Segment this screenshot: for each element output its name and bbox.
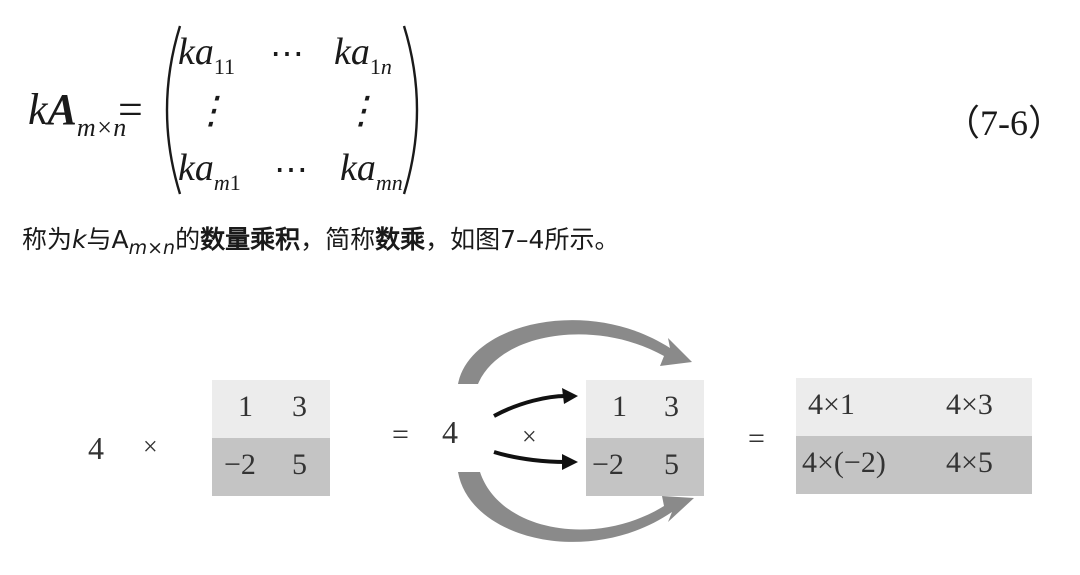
entry-subscript: mn — [375, 170, 403, 195]
scalar-k: k — [28, 85, 48, 134]
matrix-b: 1 3 −2 5 — [586, 380, 704, 496]
arrow-head-bottom-icon — [562, 454, 578, 470]
entry-subscript-letter: m — [213, 170, 230, 195]
scalar-4: 4 — [88, 430, 104, 466]
entry-base: ka — [178, 31, 214, 73]
matrix-dimension-subscript: m×n — [76, 113, 127, 142]
caption-part: ，简称 — [300, 225, 376, 254]
horizontal-dots: ⋯ — [270, 36, 304, 73]
matrix-c-cell: 4×1 — [808, 388, 855, 421]
matrix-c-cell: 4×5 — [946, 446, 993, 479]
matrix-entry-kam1: kam1 — [178, 146, 241, 195]
matrix-b-row-1: 1 3 — [586, 380, 704, 438]
matrix-a: 1 3 −2 5 — [212, 380, 330, 496]
arrow-to-bottom-row-icon — [493, 450, 567, 464]
matrix-c-row-2: 4×(−2) 4×5 — [796, 436, 1032, 494]
caption-subscript: m×n — [128, 237, 176, 259]
equals-sign-2: = — [748, 422, 765, 455]
matrix-b-cell: −2 — [592, 448, 624, 481]
matrix-b-cell: 3 — [664, 390, 679, 423]
left-parenthesis — [165, 25, 182, 195]
matrix-b-cell: 5 — [664, 448, 679, 481]
entry-subscript: 11 — [213, 54, 236, 79]
vertical-dots-left: ⋮ — [192, 90, 230, 132]
caption-part: 与A — [86, 225, 129, 254]
matrix-b-cell: 1 — [612, 390, 627, 423]
arrow-head-top-icon — [562, 388, 578, 404]
matrix-a-cell: 3 — [292, 390, 307, 423]
matrix-entry-kamn: kamn — [340, 146, 403, 195]
matrix-b-row-2: −2 5 — [586, 438, 704, 496]
matrix-entry-ka1n: ka1n — [334, 30, 392, 79]
right-parenthesis — [402, 25, 419, 195]
caption-part: 的 — [175, 225, 201, 254]
equation-lhs: kAm×n — [28, 84, 126, 142]
figure-7-4: 4 × 1 3 −2 5 = 4 × 1 3 −2 5 = 4×1 4×3 4× — [0, 300, 1080, 575]
horizontal-dots: ⋯ — [274, 152, 308, 189]
times-sign: × — [143, 432, 158, 461]
bottom-curved-arrow-icon — [458, 472, 694, 542]
equals-sign: = — [118, 85, 143, 134]
caption-term-scalar-product: 数量乘积 — [200, 225, 301, 254]
caption-term-scalar-mult: 数乘 — [375, 225, 426, 254]
equation-number: （7-6） — [944, 103, 1064, 143]
vertical-dots-right: ⋮ — [342, 90, 380, 132]
top-curved-arrow-icon — [458, 320, 692, 384]
entry-base: ka — [334, 31, 370, 73]
matrix-a-row-1: 1 3 — [212, 380, 330, 438]
caption-text: 称为k与Am×n的数量乘积，简称数乘，如图7–4所示。 — [22, 220, 620, 259]
matrix-c-cell: 4×3 — [946, 388, 993, 421]
entry-subscript-letter: n — [380, 54, 392, 79]
matrix-a-row-2: −2 5 — [212, 438, 330, 496]
caption-k: k — [72, 225, 87, 254]
entry-subscript-digit: 1 — [229, 170, 241, 195]
caption-part: ，如图7–4所示。 — [425, 225, 620, 254]
entry-base: ka — [178, 147, 214, 189]
matrix-c-row-1: 4×1 4×3 — [796, 378, 1032, 436]
entry-base: ka — [340, 147, 376, 189]
scalar-4-distributed: 4 — [442, 414, 458, 450]
matrix-c-cell: 4×(−2) — [802, 446, 886, 479]
entry-subscript-digit: 1 — [369, 54, 381, 79]
equals-sign-1: = — [392, 418, 409, 451]
matrix-a-cell: 5 — [292, 448, 307, 481]
arrows-layer — [458, 320, 694, 542]
matrix-entry-ka11: ka11 — [178, 30, 235, 79]
matrix-a-cell: −2 — [224, 448, 256, 481]
equation-7-6: kAm×n = ka11 ⋯ ka1n ⋮ ⋮ kam1 ⋯ kamn （7-6… — [0, 0, 1080, 205]
arrow-to-top-row-icon — [493, 394, 567, 418]
caption-part: 称为 — [22, 225, 73, 254]
matrix-symbol-A: A — [47, 85, 77, 134]
matrix-c: 4×1 4×3 4×(−2) 4×5 — [796, 378, 1032, 496]
matrix-a-cell: 1 — [238, 390, 253, 423]
times-sign-2: × — [522, 422, 537, 451]
